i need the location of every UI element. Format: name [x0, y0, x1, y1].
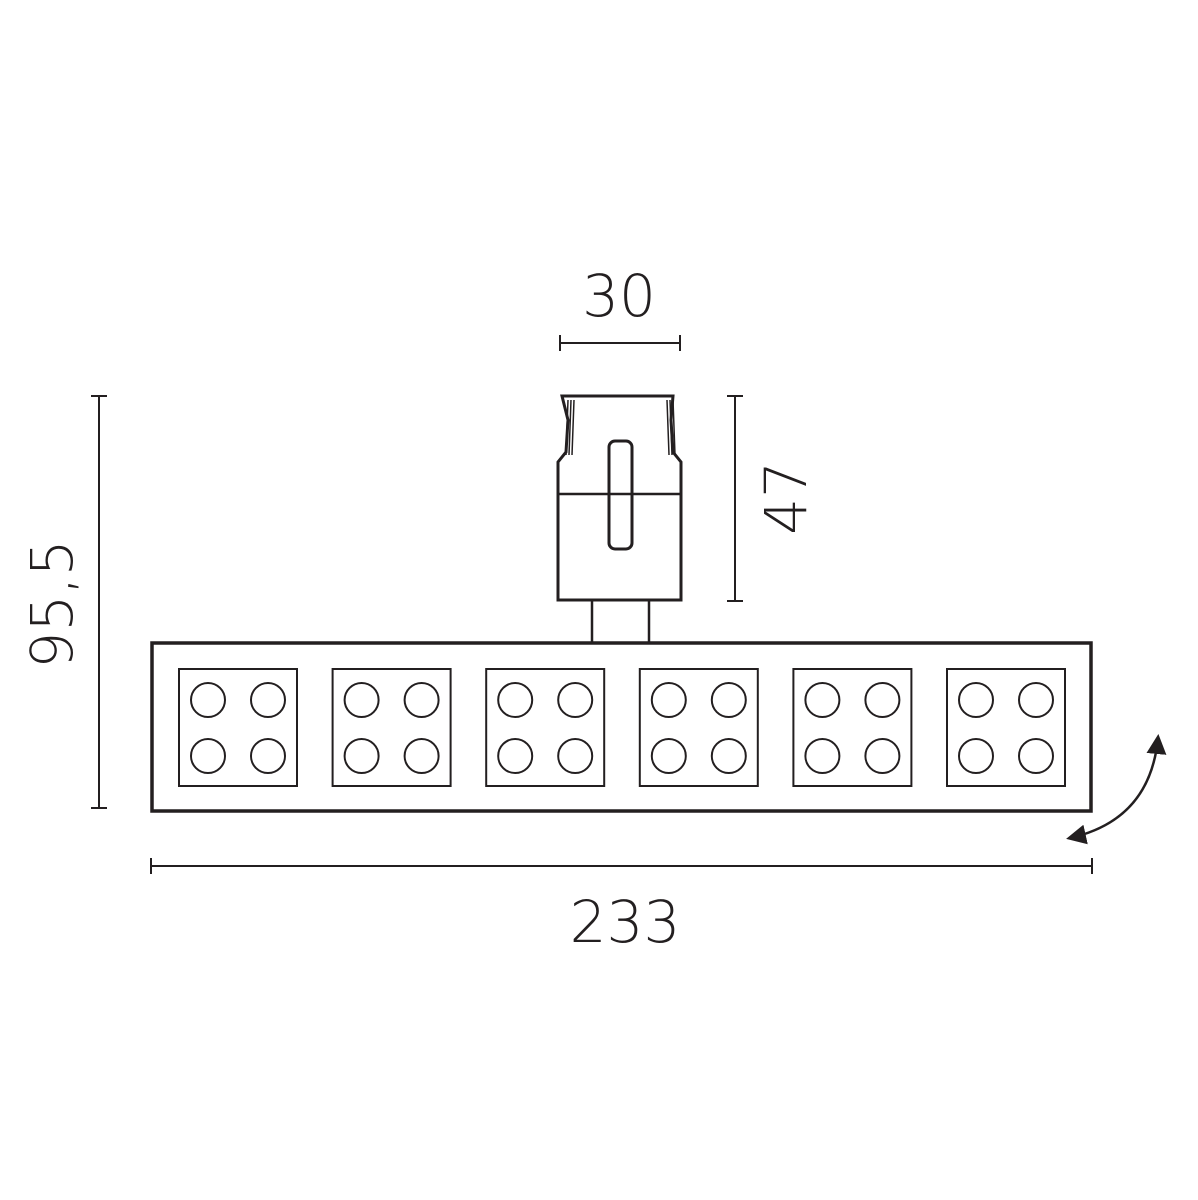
led-lens-2-2 [403, 682, 440, 718]
led-lens-4-2 [710, 682, 747, 718]
led-lens-6-1 [958, 682, 994, 718]
led-lens-4-1 [650, 682, 687, 718]
led-lens-6-4 [1018, 738, 1054, 774]
led-lens-4-3 [650, 738, 687, 774]
led-lens-5-2 [864, 682, 901, 718]
dimension-label-total-height: 95,5 [18, 539, 86, 668]
led-lens-1-3 [190, 738, 226, 774]
dimension-adapter-height: 47 [727, 395, 820, 602]
led-lens-3-4 [557, 738, 594, 774]
led-module-2 [331, 668, 452, 787]
led-lens-4-4 [710, 738, 747, 774]
track-adapter [556, 394, 683, 643]
dimension-label-adapter-height: 47 [752, 461, 820, 535]
led-lens-5-4 [864, 738, 901, 774]
dimension-label-adapter-width: 30 [582, 262, 656, 330]
led-lens-3-1 [497, 682, 534, 718]
led-lens-2-3 [343, 738, 380, 774]
led-lens-3-2 [557, 682, 594, 718]
dimension-adapter-width: 30 [559, 262, 681, 351]
led-lens-5-3 [804, 738, 841, 774]
led-lens-6-3 [958, 738, 994, 774]
led-lens-2-1 [343, 682, 380, 718]
led-module-6 [946, 668, 1066, 787]
led-module-4 [638, 668, 759, 787]
led-module-group [178, 668, 1066, 787]
led-module-3 [485, 668, 606, 787]
led-lens-1-1 [190, 682, 226, 718]
dimension-total-height: 95,5 [18, 395, 107, 809]
curved-double-arrow-icon [1066, 734, 1167, 845]
led-lens-3-3 [497, 738, 534, 774]
dimension-label-total-length: 233 [570, 888, 681, 956]
luminaire-body [150, 641, 1093, 813]
led-lens-6-2 [1018, 682, 1054, 718]
led-lens-1-2 [250, 682, 286, 718]
led-lens-1-4 [250, 738, 286, 774]
led-module-1 [178, 668, 298, 787]
led-lens-2-4 [403, 738, 440, 774]
dimension-total-length: 233 [150, 858, 1093, 956]
led-lens-5-1 [804, 682, 841, 718]
led-module-5 [792, 668, 913, 787]
